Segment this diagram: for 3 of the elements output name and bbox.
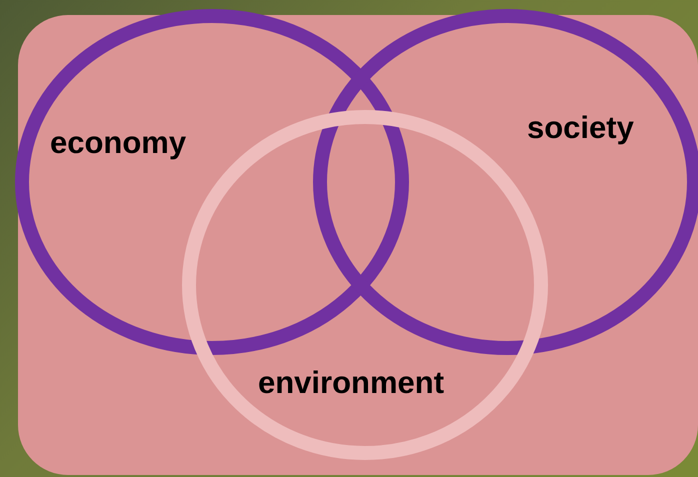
circle-label: society [527, 110, 634, 146]
circle-label: environment [258, 365, 444, 401]
circle-label: economy [50, 125, 186, 161]
